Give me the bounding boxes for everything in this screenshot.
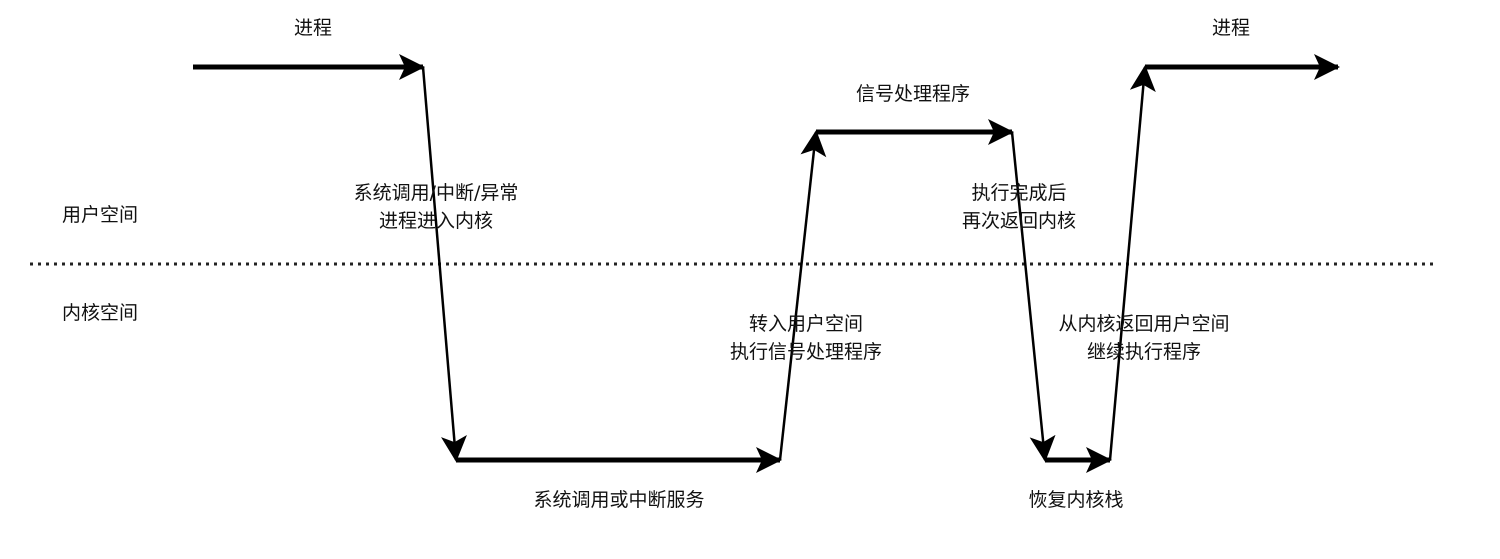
enter-kernel-label-line2: 进程进入内核 — [378, 210, 493, 232]
return-kernel-arrow — [1010, 131, 1056, 462]
return-user-label-line1: 从内核返回用户空间 — [1058, 313, 1230, 335]
enter-kernel-label-line1: 系统调用/中断/异常 — [353, 182, 519, 204]
kernel-service-label: 系统调用或中断服务 — [533, 489, 705, 511]
restore-stack-label: 恢复内核栈 — [1028, 489, 1124, 511]
process-end-label: 进程 — [1211, 17, 1251, 39]
process-start-label: 进程 — [293, 17, 333, 39]
enter-kernel-arrow — [421, 66, 467, 462]
return-user-label-line2: 继续执行程序 — [1086, 341, 1202, 363]
return-kernel-label-line2: 再次返回内核 — [961, 210, 1077, 232]
enter-kernel-label: 系统调用/中断/异常 进程进入内核 — [354, 179, 519, 235]
signal-handler-label: 信号处理程序 — [855, 83, 971, 105]
to-user-space-arrow — [778, 130, 827, 461]
to-user-space-label-line1: 转入用户空间 — [748, 313, 864, 335]
return-kernel-label: 执行完成后 再次返回内核 — [962, 179, 1076, 235]
to-user-space-label: 转入用户空间 执行信号处理程序 — [730, 310, 882, 366]
return-user-label: 从内核返回用户空间 继续执行程序 — [1058, 310, 1229, 366]
return-kernel-label-line1: 执行完成后 — [971, 182, 1067, 204]
return-user-arrow — [1108, 65, 1156, 461]
to-user-space-label-line2: 执行信号处理程序 — [729, 341, 883, 363]
kernel-space-label: 内核空间 — [62, 302, 139, 324]
user-space-label: 用户空间 — [62, 204, 139, 226]
